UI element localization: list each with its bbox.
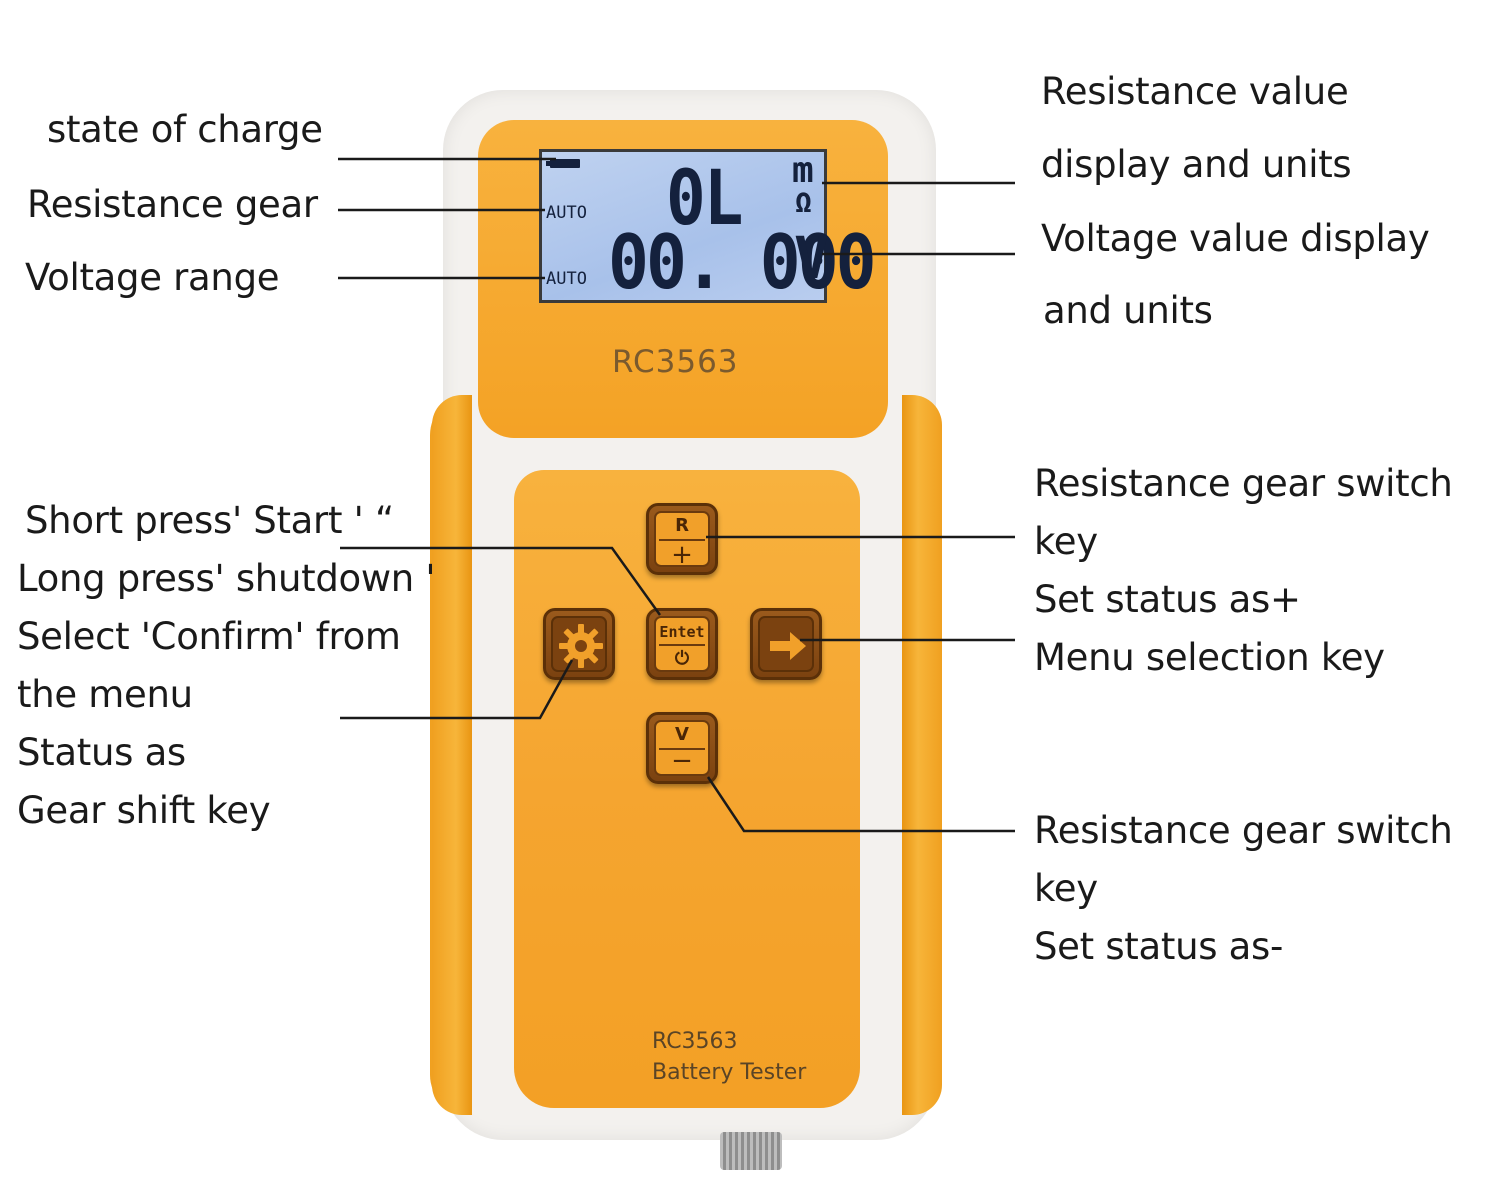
callout-resistance-gear: Resistance gear (27, 183, 318, 226)
callout-minus-key-1: Resistance gear switch (1034, 809, 1453, 852)
plus-key-label: + (671, 540, 693, 570)
callout-plus-key-2: key (1034, 520, 1098, 563)
callout-menu-key: Menu selection key (1034, 636, 1385, 679)
resistance-unit-ohm: Ω (795, 186, 812, 219)
model-number: RC3563 (652, 1029, 738, 1054)
gear-icon (559, 624, 603, 668)
settings-key[interactable] (543, 608, 615, 680)
callout-resistance-display-1: Resistance value (1041, 70, 1349, 113)
callout-plus-key-3: Set status as+ (1034, 578, 1301, 621)
callout-resistance-display-2: display and units (1041, 143, 1352, 186)
left-grip-outer (432, 395, 472, 1115)
callout-minus-key-3: Set status as- (1034, 925, 1284, 968)
enter-key-label: Entet (659, 623, 705, 641)
callout-gear-line-2: Gear shift key (17, 789, 271, 832)
callout-minus-key-2: key (1034, 867, 1098, 910)
battery-charge-icon (546, 159, 580, 168)
arrow-right-icon (770, 632, 806, 660)
model-label-top: RC3563 (612, 344, 739, 380)
voltage-unit: V (794, 224, 829, 292)
r-plus-key[interactable]: R + (646, 503, 718, 575)
v-minus-key[interactable]: V − (646, 712, 718, 784)
product-name: Battery Tester (652, 1059, 807, 1085)
callout-power-line-4: the menu (17, 673, 193, 716)
voltage-value: 00. 000 (608, 220, 877, 307)
minus-key-label: − (671, 746, 693, 776)
callout-voltage-display-2: and units (1043, 289, 1213, 332)
power-icon: ⏻ (674, 648, 690, 669)
callout-power-line-1: Short press' Start ' “ (25, 499, 394, 542)
v-key-label: V (675, 724, 689, 745)
callout-power-line-2: Long press' shutdown ' (17, 557, 436, 600)
callout-gear-line-1: Status as (17, 731, 186, 774)
resistance-value: 0L (666, 154, 743, 243)
callout-voltage-range: Voltage range (25, 256, 280, 299)
callout-power-line-3: Select 'Confirm' from (17, 615, 401, 658)
callout-plus-key-1: Resistance gear switch (1034, 462, 1453, 505)
lcd-screen: 0L m Ω AUTO 00. 000 V AUTO (539, 149, 877, 307)
resistance-range-indicator: AUTO (546, 203, 587, 223)
resistance-unit-milli: m (792, 150, 814, 191)
enter-power-key[interactable]: Entet ⏻ (646, 608, 718, 680)
menu-select-key[interactable] (750, 608, 822, 680)
voltage-range-indicator: AUTO (546, 269, 587, 289)
probe-connector (720, 1132, 782, 1170)
r-key-label: R (675, 515, 689, 536)
callout-state-of-charge: state of charge (47, 108, 323, 151)
model-label-bottom: RC3563 Battery Tester (652, 1027, 806, 1089)
right-grip-outer (902, 395, 942, 1115)
callout-voltage-display-1: Voltage value display (1041, 217, 1430, 260)
